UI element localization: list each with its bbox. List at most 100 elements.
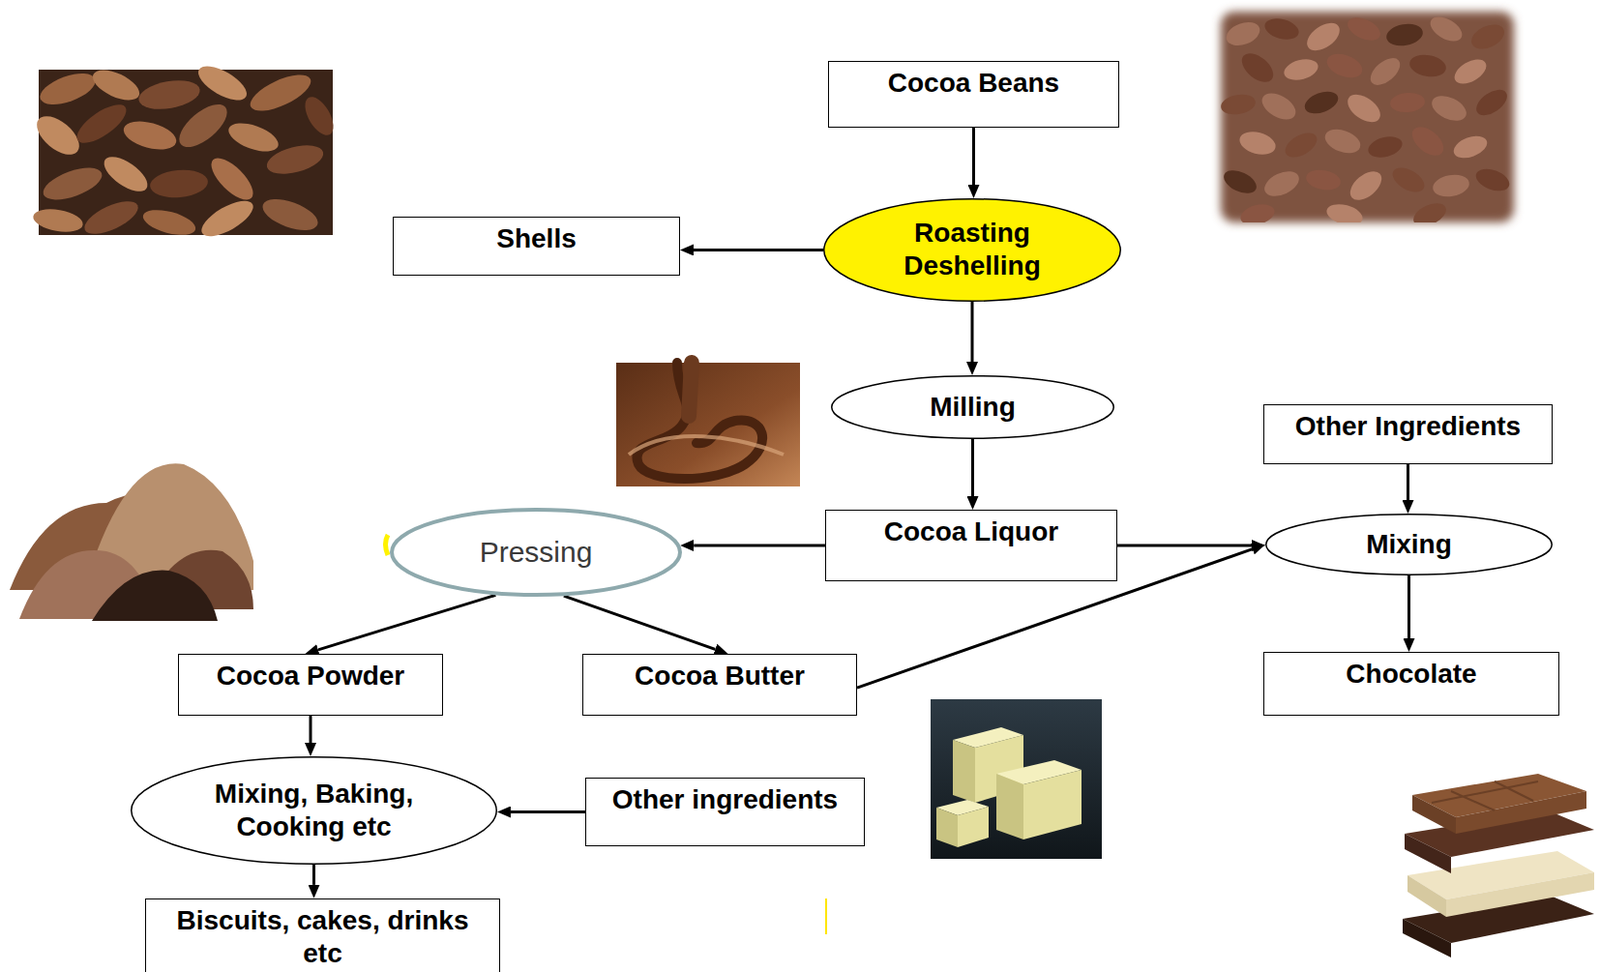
process-ellipse: Roasting Deshelling	[823, 198, 1122, 302]
cocoa-shells-photo	[205, 151, 261, 208]
process-ellipse: Milling	[830, 375, 1115, 440]
cocoa-shells-photo	[225, 117, 283, 157]
cocoa-beans-photo	[1238, 201, 1277, 223]
cocoa-beans-photo	[1409, 198, 1450, 223]
node-label: Other ingredients	[612, 783, 838, 817]
flow-arrow	[309, 715, 313, 743]
cocoa-beans-photo	[1280, 127, 1321, 162]
cocoa-beans-photo	[1344, 165, 1387, 206]
cocoa-shells-photo	[136, 76, 203, 115]
cocoa-beans-photo	[1220, 165, 1261, 198]
cocoa-beans-photo	[1407, 52, 1448, 80]
node-label: Cocoa Powder	[216, 659, 405, 693]
process-box: Cocoa Butter	[582, 653, 858, 716]
cocoa-butter-photo	[957, 806, 989, 848]
chocolate-bars-photo	[1431, 781, 1539, 811]
cocoa-butter-photo	[930, 699, 1102, 860]
cocoa-beans-photo	[1257, 88, 1301, 125]
flow-arrow	[693, 248, 824, 252]
cocoa-shells-photo	[172, 96, 235, 155]
cocoa-shells-photo	[264, 140, 327, 180]
cocoa-beans-photo	[1323, 49, 1365, 83]
cocoa-beans-photo	[1304, 167, 1343, 193]
cocoa-butter-photo	[930, 699, 1102, 860]
cocoa-beans-photo	[1467, 19, 1509, 54]
flow-arrow	[693, 544, 826, 548]
cocoa-powder-photo	[91, 570, 218, 622]
cocoa-shells-photo	[35, 67, 99, 112]
cocoa-beans-photo	[1324, 200, 1365, 223]
cocoa-beans-photo	[1220, 11, 1512, 223]
cocoa-shells-photo	[196, 194, 259, 244]
cocoa-butter-photo	[936, 807, 958, 848]
cocoa-beans-photo	[1425, 11, 1466, 46]
process-ellipse: Mixing, Baking, Cooking etc	[130, 756, 498, 865]
chocolate-bars-photo	[1455, 791, 1587, 834]
cocoa-shells-photo	[120, 116, 180, 155]
flow-arrow	[318, 594, 496, 651]
cocoa-beans-photo	[1219, 11, 1514, 232]
cocoa-butter-photo	[1023, 770, 1082, 840]
cocoa-shells-photo	[80, 194, 144, 240]
flow-arrow	[1406, 464, 1410, 501]
cocoa-shells-photo	[30, 206, 85, 237]
cocoa-beans-photo	[1473, 164, 1513, 195]
flow-arrow	[1407, 575, 1411, 639]
melted-chocolate-photo	[628, 436, 784, 455]
node-label: Shells	[496, 222, 576, 256]
node-label: Cocoa Beans	[888, 66, 1060, 100]
node-label: Milling	[929, 390, 1016, 424]
cocoa-beans-photo	[1342, 88, 1386, 128]
flow-arrow	[510, 810, 586, 814]
cocoa-beans-photo	[1220, 11, 1514, 223]
cocoa-shells-photo	[148, 167, 209, 200]
node-label: Other Ingredients	[1295, 410, 1521, 444]
chocolate-bars-photo	[1402, 918, 1452, 958]
cocoa-beans-photo	[1321, 124, 1363, 158]
ellipse-outline	[1266, 514, 1553, 576]
cocoa-beans-photo	[1302, 87, 1342, 118]
flow-arrow	[1117, 544, 1252, 548]
cocoa-shells-photo	[88, 63, 144, 107]
node-label: Cocoa Butter	[634, 659, 805, 693]
cocoa-beans-photo	[1262, 15, 1302, 44]
ellipse-outline	[391, 509, 681, 595]
node-label: Roasting Deshelling	[889, 216, 1055, 283]
melted-chocolate-photo	[688, 362, 692, 416]
process-box: Shells	[392, 216, 681, 276]
chocolate-bars-photo	[1407, 875, 1447, 918]
chocolate-bars-photo	[1446, 872, 1595, 918]
cocoa-beans-photo	[1450, 54, 1490, 89]
node-label: Biscuits, cakes, drinks etc	[160, 904, 485, 971]
cocoa-shells-photo	[140, 205, 199, 240]
cocoa-beans-photo	[1389, 90, 1426, 114]
process-box: Cocoa Liquor	[825, 509, 1118, 582]
melted-chocolate-photo	[636, 362, 763, 479]
cocoa-beans-photo	[1302, 17, 1345, 57]
process-box: Cocoa Beans	[828, 60, 1120, 128]
cocoa-beans-photo	[1343, 12, 1384, 45]
flow-arrow	[563, 595, 716, 650]
flow-arrow	[972, 127, 976, 185]
cocoa-shells-photo	[71, 97, 133, 150]
node-label: Mixing, Baking, Cooking etc	[198, 777, 431, 844]
cocoa-shells-photo	[29, 59, 339, 244]
yellow-mark	[825, 898, 828, 935]
cocoa-beans-photo	[1472, 84, 1512, 120]
ellipse-outline	[131, 757, 498, 865]
process-box: Other Ingredients	[1263, 404, 1553, 465]
cocoa-beans-photo	[1260, 166, 1304, 202]
cocoa-butter-photo	[996, 773, 1024, 840]
ellipse-outline	[824, 199, 1122, 302]
chocolate-bars-photo	[1404, 833, 1452, 874]
chocolate-bars-photo	[1412, 795, 1456, 834]
cocoa-beans-photo	[1406, 120, 1449, 161]
flow-arrow	[312, 864, 316, 886]
melted-chocolate-photo	[616, 362, 800, 487]
ellipse-outline	[831, 376, 1115, 440]
flow-arrow	[971, 301, 975, 362]
cocoa-shells-photo	[38, 161, 106, 207]
node-label: Cocoa Liquor	[884, 515, 1059, 549]
yellow-mark	[385, 534, 389, 556]
